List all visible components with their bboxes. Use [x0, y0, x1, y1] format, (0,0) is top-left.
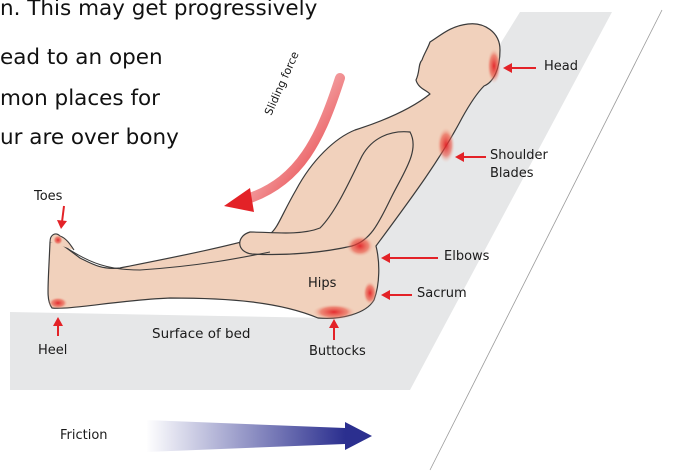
friction-arrow: [146, 420, 372, 452]
label-surface-of-bed: Surface of bed: [152, 326, 250, 342]
pressure-spot-heel: [48, 297, 68, 309]
label-sacrum: Sacrum: [417, 286, 467, 301]
pressure-spot-toes: [53, 235, 63, 245]
label-hips: Hips: [308, 276, 336, 291]
pressure-spot-head: [487, 48, 501, 84]
pressure-spot-shoulder: [437, 127, 455, 163]
pressure-spot-buttocks: [312, 304, 356, 320]
label-head: Head: [544, 59, 578, 74]
label-heel: Heel: [38, 343, 67, 358]
label-buttocks: Buttocks: [309, 344, 366, 359]
pressure-spot-elbow: [346, 235, 374, 257]
label-toes: Toes: [34, 189, 62, 204]
label-friction: Friction: [60, 428, 108, 443]
pressure-spot-sacrum: [363, 281, 377, 305]
label-shoulder-blades-1: Shoulder: [490, 148, 548, 163]
label-elbows: Elbows: [444, 249, 489, 264]
label-shoulder-blades-2: Blades: [490, 166, 534, 181]
